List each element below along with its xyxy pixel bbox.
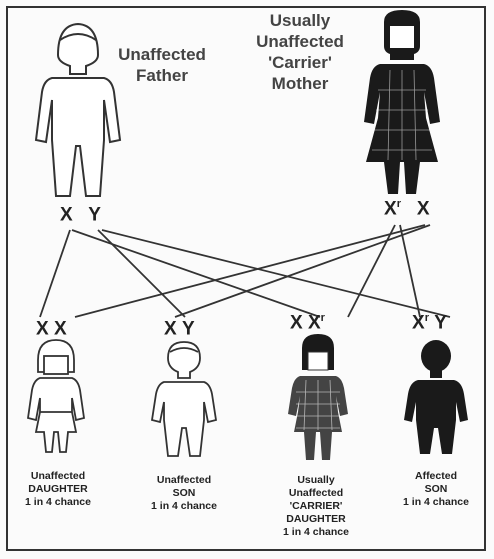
child-2-genotype: X Y	[164, 318, 195, 340]
line-mother-xr-to-affected-son	[399, 224, 421, 318]
line-father-y-to-son	[97, 229, 186, 318]
line-father-y-to-affected-son	[101, 229, 451, 318]
mother-genotype: Xr X	[384, 198, 430, 220]
father-genotype-2: Y	[88, 204, 101, 226]
father-genotype-1: X	[60, 204, 73, 226]
child-2-label: Unaffected SON 1 in 4 chance	[151, 474, 217, 512]
son-figure	[150, 341, 218, 457]
line-father-x-to-carrier-daughter	[71, 229, 321, 318]
inheritance-lines	[39, 224, 451, 318]
child-3-label: Usually Unaffected 'CARRIER' DAUGHTER 1 …	[283, 474, 349, 538]
child-3-genotype: X Xr	[290, 312, 325, 334]
line-mother-x-to-daughter1	[74, 224, 426, 318]
mother-label-line-1: Usually	[269, 11, 331, 30]
father-figure	[34, 22, 122, 197]
child-1-genotype: X X	[36, 318, 67, 340]
mother-genotype-2: X	[416, 198, 430, 220]
line-father-x-to-daughter1	[39, 229, 71, 318]
mother-figure	[364, 10, 440, 194]
mother-label-line-2: Unaffected	[256, 32, 344, 51]
father-label-line-2: Father	[136, 66, 188, 85]
daughter-figure	[26, 339, 86, 453]
affected-son-figure	[404, 340, 468, 454]
diagram-frame	[6, 6, 486, 551]
carrier-daughter-figure	[288, 334, 348, 460]
mother-label: Usually Unaffected 'Carrier' Mother	[240, 10, 360, 94]
child-1-label: Unaffected DAUGHTER 1 in 4 chance	[25, 470, 91, 508]
child-4-label: Affected SON 1 in 4 chance	[403, 470, 469, 508]
father-genotype: X Y	[60, 204, 101, 226]
father-label-line-1: Unaffected	[118, 45, 206, 64]
father-label: Unaffected Father	[112, 44, 212, 86]
mother-label-line-3: 'Carrier'	[268, 53, 332, 72]
line-mother-x-to-son	[174, 224, 431, 318]
child-4-genotype: Xr Y	[412, 312, 447, 334]
mother-label-line-4: Mother	[271, 74, 329, 93]
mother-genotype-1: X	[384, 198, 397, 220]
